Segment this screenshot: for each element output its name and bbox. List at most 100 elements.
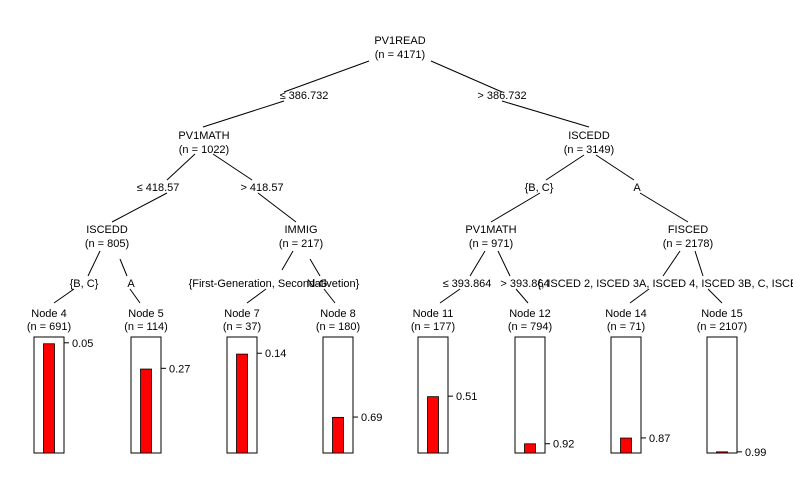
edge-label: {, ISCED 2, ISCED 3A, ISCED 4, ISCED 3B,…	[538, 278, 793, 290]
terminal-value-label: 0.92	[553, 439, 574, 451]
edge-line	[246, 288, 267, 304]
edge-label: {B, C}	[70, 278, 99, 290]
edge-line	[595, 154, 635, 181]
terminal-value-label: 0.99	[745, 447, 766, 459]
node-count-label: (n = 217)	[279, 238, 323, 250]
inner-node-pv1read: PV1READ (n = 4171)	[374, 35, 425, 61]
node-variable-label: PV1MATH	[178, 130, 229, 142]
terminal-bar	[236, 353, 248, 454]
terminal-node-count: (n = 177)	[411, 321, 455, 333]
node-count-label: (n = 1022)	[179, 144, 229, 156]
terminal-node-t14: Node 14(n = 71) 0.87	[605, 308, 670, 454]
terminal-node-t5: Node 5(n = 114) 0.27	[124, 308, 190, 454]
edge-line	[497, 250, 511, 277]
edge-line	[111, 192, 168, 223]
edge-line	[515, 288, 529, 304]
edge-label: > 386.732	[477, 90, 526, 102]
edge-line	[309, 258, 321, 277]
edge-label: ≤ 386.732	[280, 90, 329, 102]
edge-line	[257, 192, 297, 223]
node-variable-label: FISCED	[668, 224, 708, 236]
inner-node-pv1math-left: PV1MATH (n = 1022)	[178, 130, 229, 156]
edge-line	[281, 250, 294, 271]
edge-line	[545, 154, 585, 181]
terminal-bar	[332, 416, 344, 454]
terminal-bar	[620, 437, 632, 454]
edge-label: ≤ 418.57	[137, 182, 180, 194]
node-variable-label: IMMIG	[285, 224, 318, 236]
terminal-node-t7: Node 7(n = 37) 0.14	[223, 308, 286, 454]
terminal-value-label: 0.14	[265, 348, 286, 360]
terminal-node-title: Node 11	[413, 308, 454, 320]
terminal-node-title: Node 15	[701, 308, 743, 320]
terminal-node-count: (n = 2107)	[697, 321, 747, 333]
inner-node-iscedd-right: ISCEDD (n = 3149)	[564, 130, 614, 156]
terminal-value-label: 0.27	[169, 363, 190, 375]
inner-node-pv1math-right: PV1MATH (n = 971)	[465, 224, 516, 250]
edge-line	[202, 100, 285, 128]
terminal-node-title: Node 5	[128, 308, 163, 320]
edge-label: A	[633, 182, 641, 194]
edge-line	[166, 153, 196, 181]
terminal-value-label: 0.51	[456, 391, 477, 403]
terminal-node-count: (n = 794)	[508, 321, 552, 333]
terminal-bar	[427, 396, 439, 454]
terminal-node-count: (n = 180)	[316, 321, 360, 333]
edge-line	[490, 192, 541, 223]
node-count-label: (n = 971)	[469, 238, 513, 250]
inner-node-immig: IMMIG (n = 217)	[279, 224, 323, 250]
edge-line	[212, 153, 253, 181]
node-count-label: (n = 2178)	[663, 238, 713, 250]
inner-node-iscedd-left: ISCEDD (n = 805)	[85, 224, 129, 250]
terminal-value-label: 0.87	[649, 433, 670, 445]
edge-line	[707, 288, 723, 304]
edge-line	[469, 250, 486, 277]
terminal-bar-frame	[514, 336, 546, 454]
terminal-node-count: (n = 114)	[124, 321, 168, 333]
terminal-node-t11: Node 11(n = 177) 0.51	[411, 308, 477, 454]
edge-label: Nativetion}	[307, 278, 360, 290]
edge-line	[119, 258, 128, 277]
edge-line	[87, 250, 101, 277]
edge-label: A	[127, 278, 135, 290]
tree-edges	[53, 60, 723, 304]
terminal-bar-frame	[706, 336, 738, 454]
edge-line	[694, 250, 704, 277]
edge-line	[639, 192, 689, 223]
node-variable-label: PV1READ	[374, 35, 425, 47]
terminal-value-label: 0.69	[361, 412, 382, 424]
terminal-node-title: Node 7	[224, 308, 259, 320]
node-count-label: (n = 4171)	[375, 49, 425, 61]
edge-label: > 393.864	[500, 278, 549, 290]
node-variable-label: ISCEDD	[568, 130, 610, 142]
terminal-node-count: (n = 71)	[607, 321, 645, 333]
edge-line	[323, 288, 336, 304]
edge-line	[129, 288, 141, 304]
terminal-node-count: (n = 691)	[27, 321, 71, 333]
edge-label: {First-Generation, Second-G	[189, 278, 328, 290]
terminal-node-title: Node 4	[31, 308, 66, 320]
edge-line	[662, 250, 681, 277]
terminal-node-t12: Node 12(n = 794) 0.92	[508, 308, 574, 454]
inner-node-fisced: FISCED (n = 2178)	[663, 224, 713, 250]
terminal-bar-frame	[610, 336, 642, 454]
terminal-bar	[524, 443, 536, 454]
terminal-node-title: Node 12	[509, 308, 551, 320]
edge-line	[283, 60, 370, 93]
terminal-bar	[43, 343, 55, 454]
edge-label: {B, C}	[525, 182, 554, 194]
node-variable-label: ISCEDD	[86, 224, 128, 236]
edge-label: > 418.57	[240, 182, 283, 194]
edge-line	[629, 288, 650, 304]
node-variable-label: PV1MATH	[465, 224, 516, 236]
node-count-label: (n = 805)	[85, 238, 129, 250]
edge-label: ≤ 393.864	[443, 278, 492, 290]
edge-line	[439, 288, 461, 304]
edge-line	[501, 100, 590, 128]
terminal-node-title: Node 8	[320, 308, 355, 320]
terminal-node-t4: Node 4(n = 691)0.05	[27, 308, 93, 454]
terminal-node-count: (n = 37)	[223, 321, 261, 333]
terminal-node-title: Node 14	[605, 308, 647, 320]
edge-line	[430, 60, 503, 93]
